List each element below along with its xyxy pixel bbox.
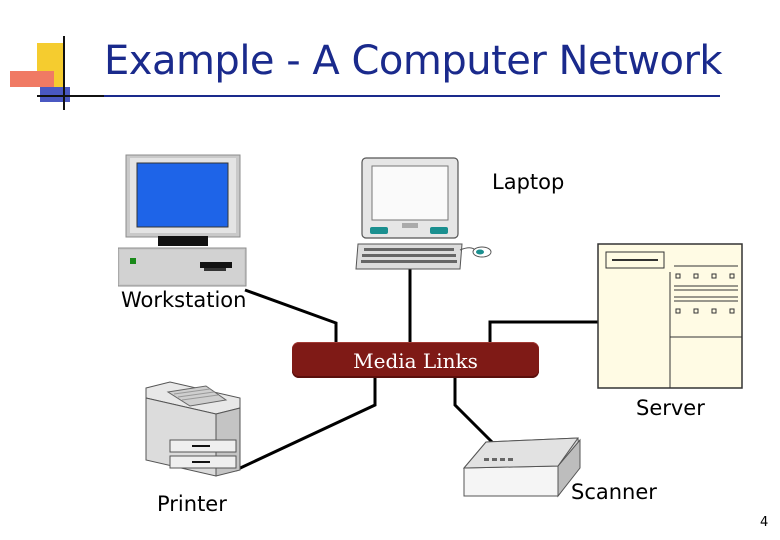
server-label: Server [636,396,705,420]
slide-corner-decoration [10,36,104,110]
workstation-link [244,288,338,343]
scanner-label: Scanner [571,480,657,504]
server-icon [597,243,743,389]
workstation-label: Workstation [121,288,247,312]
page-number: 4 [760,515,769,530]
printer-link [235,378,377,472]
scanner-icon [462,437,581,498]
media-links-hub: Media Links [292,342,539,378]
slide-title: Example - A Computer Network [104,38,723,84]
scanner-link [453,378,502,452]
title-underline [104,95,720,97]
server-link [488,320,600,343]
printer-label: Printer [157,492,227,516]
desktop-computer-icon [118,154,247,287]
laptop-label: Laptop [492,170,565,194]
printer-icon [145,381,241,477]
laptop-computer-icon [355,157,492,270]
